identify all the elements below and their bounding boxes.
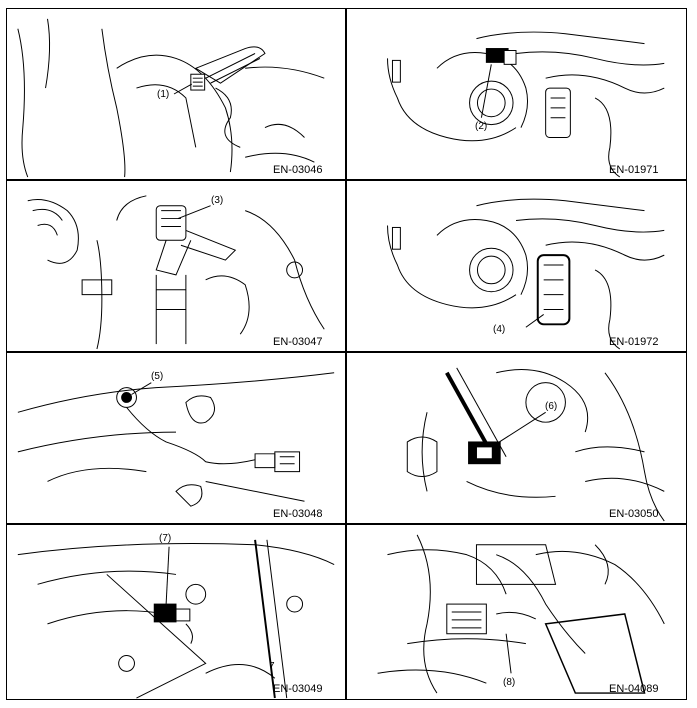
engine-illustration-2 bbox=[387, 31, 665, 178]
figure-code-8: EN-04089 bbox=[609, 683, 659, 695]
panel-6: (6) EN-03050 bbox=[346, 352, 687, 524]
panel-3: (3) EN-03047 bbox=[6, 180, 346, 352]
callout-8: (8) bbox=[503, 677, 516, 688]
panel-1: (1) EN-03046 bbox=[6, 8, 346, 180]
figure-code-6: EN-03050 bbox=[609, 508, 659, 520]
callout-7-secondary: 7 bbox=[269, 661, 275, 672]
figure-code-1: EN-03046 bbox=[273, 164, 323, 176]
callout-5: (5) bbox=[151, 371, 164, 382]
engine-illustration-3 bbox=[27, 195, 325, 350]
panel-7: (7) 7 EN-03049 bbox=[6, 524, 346, 700]
panel-8: (8) EN-04089 bbox=[346, 524, 687, 700]
engine-illustration-1 bbox=[17, 18, 325, 178]
callout-1: (1) bbox=[157, 89, 170, 100]
figure-code-7: EN-03049 bbox=[273, 683, 323, 695]
engine-illustration-5 bbox=[17, 372, 335, 507]
callout-6: (6) bbox=[545, 401, 558, 412]
callout-3: (3) bbox=[211, 195, 224, 206]
engine-illustration-4 bbox=[387, 198, 665, 350]
figure-code-2: EN-01971 bbox=[609, 164, 659, 176]
panel-2: (2) EN-01971 bbox=[346, 8, 687, 180]
engine-illustration-8 bbox=[377, 534, 665, 694]
figure-code-3: EN-03047 bbox=[273, 336, 323, 348]
engine-illustration-6 bbox=[406, 367, 665, 522]
panel-5: (5) EN-03048 bbox=[6, 352, 346, 524]
figure-code-4: EN-01972 bbox=[609, 336, 659, 348]
panel-4: (4) EN-01972 bbox=[346, 180, 687, 352]
callout-7: (7) bbox=[159, 533, 172, 544]
callout-2: (2) bbox=[475, 121, 488, 132]
callout-4: (4) bbox=[493, 324, 506, 335]
engine-illustration-7 bbox=[17, 539, 335, 699]
figure-code-5: EN-03048 bbox=[273, 508, 323, 520]
